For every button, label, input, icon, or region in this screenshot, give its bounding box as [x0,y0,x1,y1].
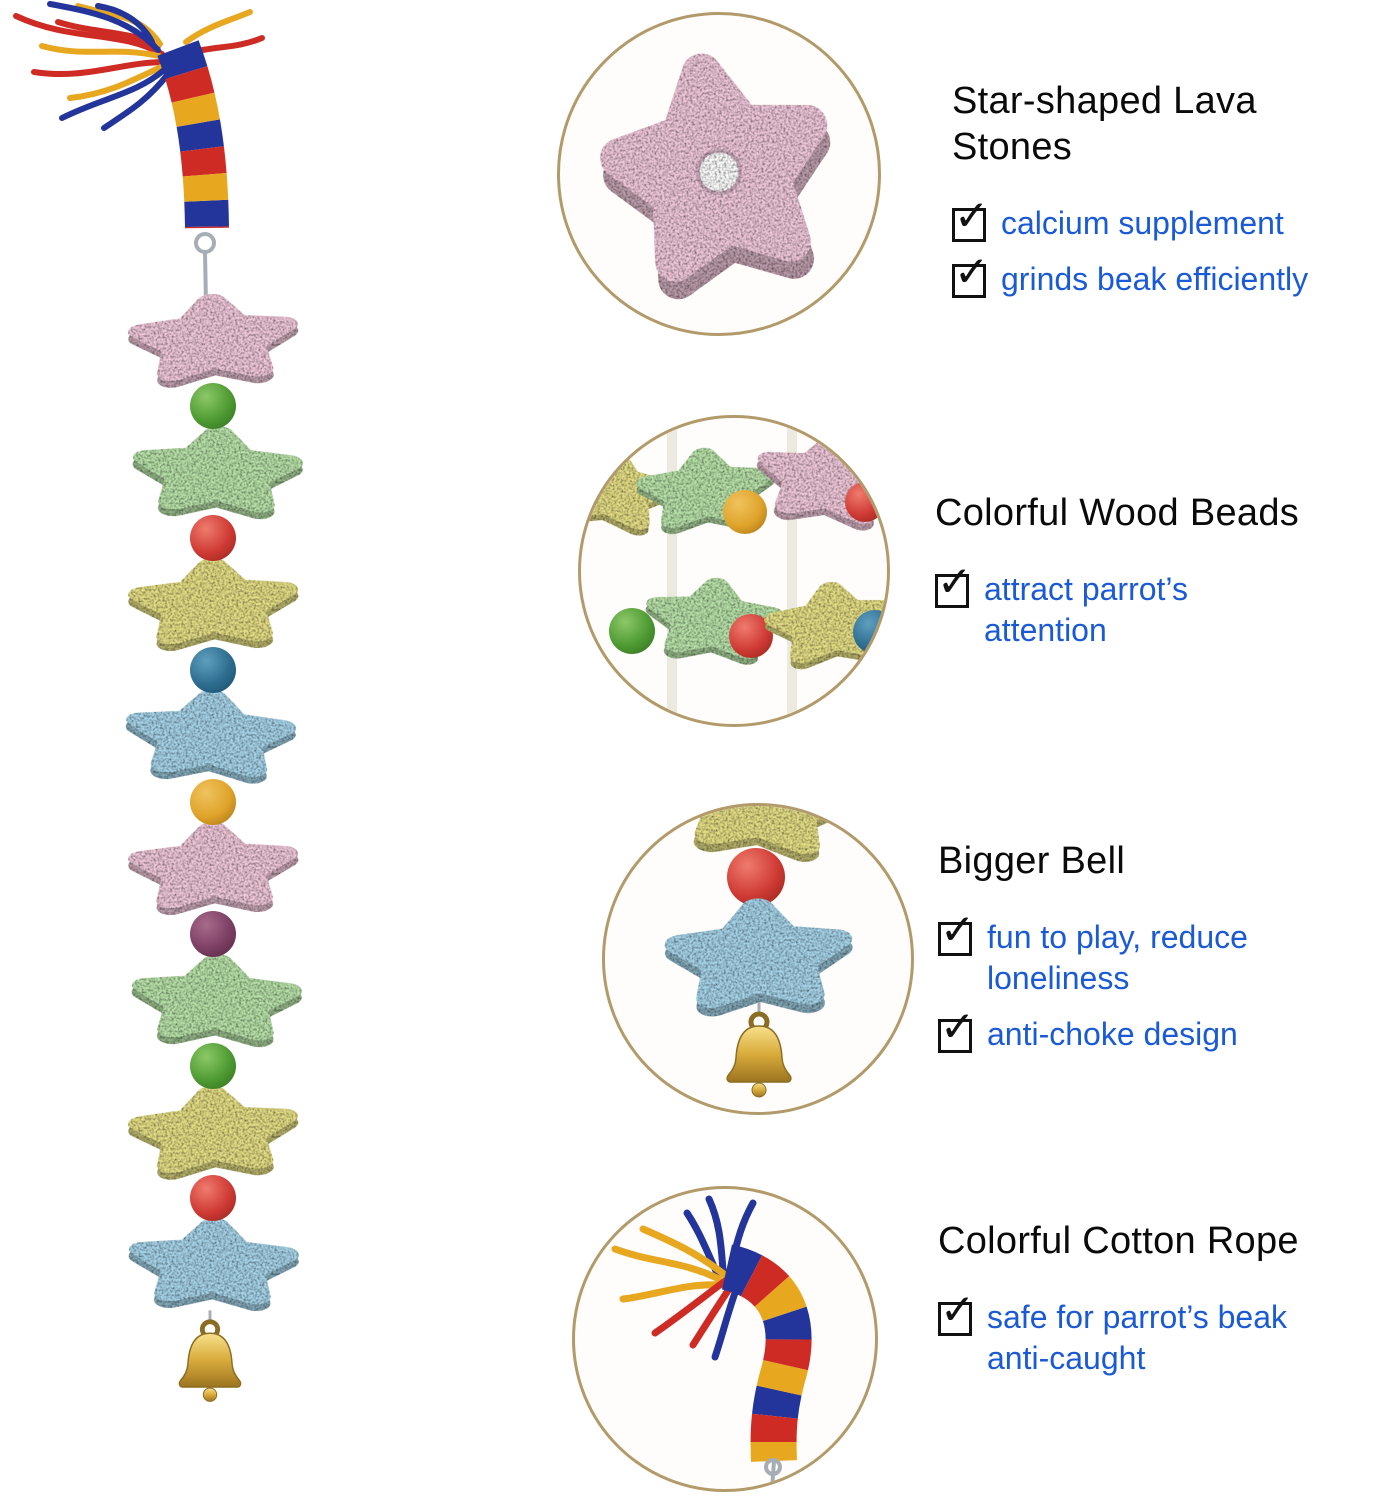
checkbox-icon: ✓ [935,561,972,608]
callout-circle-rope [572,1186,878,1492]
checkmark-icon: ✓ [954,246,990,296]
feature-lava-stones: Star-shaped Lava Stones ✓ calcium supple… [952,78,1375,300]
bell-closeup [709,1002,809,1112]
checkbox-icon: ✓ [952,250,989,298]
lava-stone-green [122,949,310,1051]
wood-bead-teal [853,610,887,654]
checkbox-icon: ✓ [938,1289,975,1336]
feature-item: ✓ grinds beak efficiently [952,250,1375,300]
feature-item: ✓ calcium supplement [952,195,1375,244]
feature-item-label: grinds beak efficiently [1001,260,1309,297]
wood-bead-green [190,1043,236,1089]
checkmark-icon: ✓ [940,1001,976,1051]
lava-stone-pink [118,287,308,393]
feature-title: Star-shaped Lava Stones [952,80,1257,168]
checkmark-icon: ✓ [937,557,973,606]
feature-wood-beads: Colorful Wood Beads ✓ attract parrot’s a… [935,490,1367,651]
lava-stone-closeup [568,26,869,318]
feature-title: Bigger Bell [938,840,1126,882]
feature-item: ✓ attract parrot’s attention [935,561,1367,651]
wood-bead-teal [190,647,236,693]
feature-title: Colorful Wood Beads [935,492,1300,534]
checkbox-icon: ✓ [938,909,975,956]
wood-bead-green [190,383,236,429]
feature-item-label: anti-choke design [987,1015,1238,1052]
lava-stone-blue [119,1213,307,1315]
checkbox-icon: ✓ [938,1005,975,1053]
feature-title: Colorful Cotton Rope [938,1220,1299,1262]
wood-bead-red [727,848,785,906]
checkmark-icon: ✓ [940,1285,976,1334]
bird-toy-stack [118,292,308,1312]
stone-center-hole [695,148,743,196]
bell-image [162,1310,258,1416]
lava-stone-yellow [119,553,307,655]
wood-bead-amber [190,779,236,825]
checkmark-icon: ✓ [940,905,976,954]
feature-item-label: attract parrot’s attention [984,571,1188,648]
feature-item-label: calcium supplement [1001,205,1284,241]
rope-twist [157,40,229,229]
wood-bead-purple [190,911,236,957]
wood-bead-green [609,608,655,654]
rope-tassels [611,1195,757,1361]
checkmark-icon: ✓ [954,191,990,240]
lava-stone-blue [115,683,305,789]
callout-circle-wood-beads [578,415,890,727]
lava-stone-pink [119,817,307,919]
string [787,418,797,724]
checkbox-icon: ✓ [952,195,989,242]
feature-bell: Bigger Bell ✓ fun to play, reduce loneli… [938,838,1370,1055]
feature-item-label: fun to play, reduce loneliness [987,919,1248,996]
cotton-rope-image [13,1,265,306]
feature-item: ✓ safe for parrot’s beak anti-caught [938,1289,1370,1379]
wood-bead-red [190,1175,236,1221]
rope-tassels [13,1,265,131]
wood-bead-amber [723,490,767,534]
string [667,418,677,724]
wood-bead-red [190,515,236,561]
feature-item-label: safe for parrot’s beak anti-caught [987,1299,1288,1376]
callout-circle-lava-stone [557,12,881,336]
callout-circle-bell [602,803,914,1115]
wood-bead-red [845,482,885,522]
lava-stone-yellow [118,1079,308,1185]
rope-closeup [611,1195,812,1489]
feature-cotton-rope: Colorful Cotton Rope ✓ safe for parrot’s… [938,1218,1370,1379]
feature-item: ✓ fun to play, reduce loneliness [938,909,1370,999]
lava-stone-green [123,421,311,523]
rope-twist [720,1244,812,1462]
metal-hook [764,1458,782,1489]
feature-item: ✓ anti-choke design [938,1005,1370,1055]
